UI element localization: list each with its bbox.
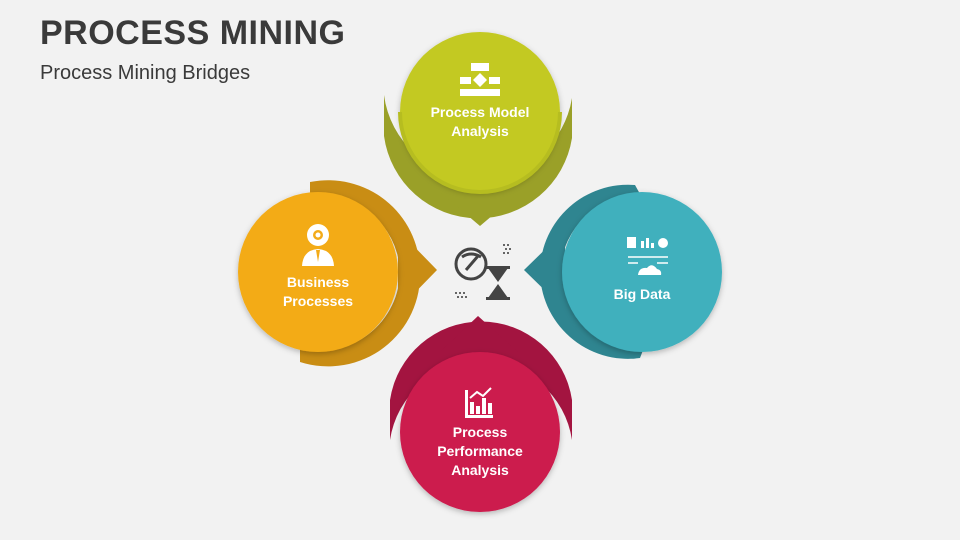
big-data-dashboard-icon [627, 237, 668, 275]
node-left-label-line2: Processes [282, 293, 354, 309]
node-left-ring [300, 180, 421, 367]
node-right-label-line1: Big Data [613, 286, 671, 302]
flowchart-icon [460, 63, 500, 96]
node-bottom-label-line1: Process [452, 424, 508, 440]
node-bottom-pointer [440, 316, 518, 352]
node-right-pointer [524, 230, 565, 310]
node-top-label-line2: Analysis [451, 123, 509, 139]
node-business-processes [238, 180, 437, 367]
node-left-pointer [398, 230, 437, 310]
node-big-data [524, 184, 722, 359]
node-process-performance-analysis [390, 316, 572, 512]
node-bottom-label-line3: Analysis [451, 462, 509, 478]
node-bottom-circle [400, 352, 560, 512]
node-bottom-ring [390, 321, 572, 440]
node-left-label: Business Processes [258, 273, 378, 311]
node-right-label: Big Data [582, 285, 702, 304]
pickaxe-hourglass-icon [454, 244, 511, 300]
node-bottom-label: Process Performance Analysis [420, 423, 540, 480]
node-top-circle [400, 32, 560, 192]
node-bottom-label-line2: Performance [437, 443, 523, 459]
bar-chart-icon [465, 387, 493, 418]
node-top-ring [384, 95, 572, 219]
node-left-label-line1: Business [286, 274, 350, 290]
node-left-circle [238, 192, 398, 352]
node-top-label-line1: Process Model [430, 104, 530, 120]
node-process-model-analysis [384, 32, 572, 226]
page-title: PROCESS MINING [40, 14, 346, 52]
node-top-pointer [440, 192, 520, 226]
user-gear-icon [302, 224, 334, 266]
node-top-arc-highlight [398, 111, 562, 194]
node-top-label: Process Model Analysis [420, 103, 540, 141]
page-subtitle: Process Mining Bridges [40, 62, 251, 84]
node-right-ring [539, 184, 645, 359]
